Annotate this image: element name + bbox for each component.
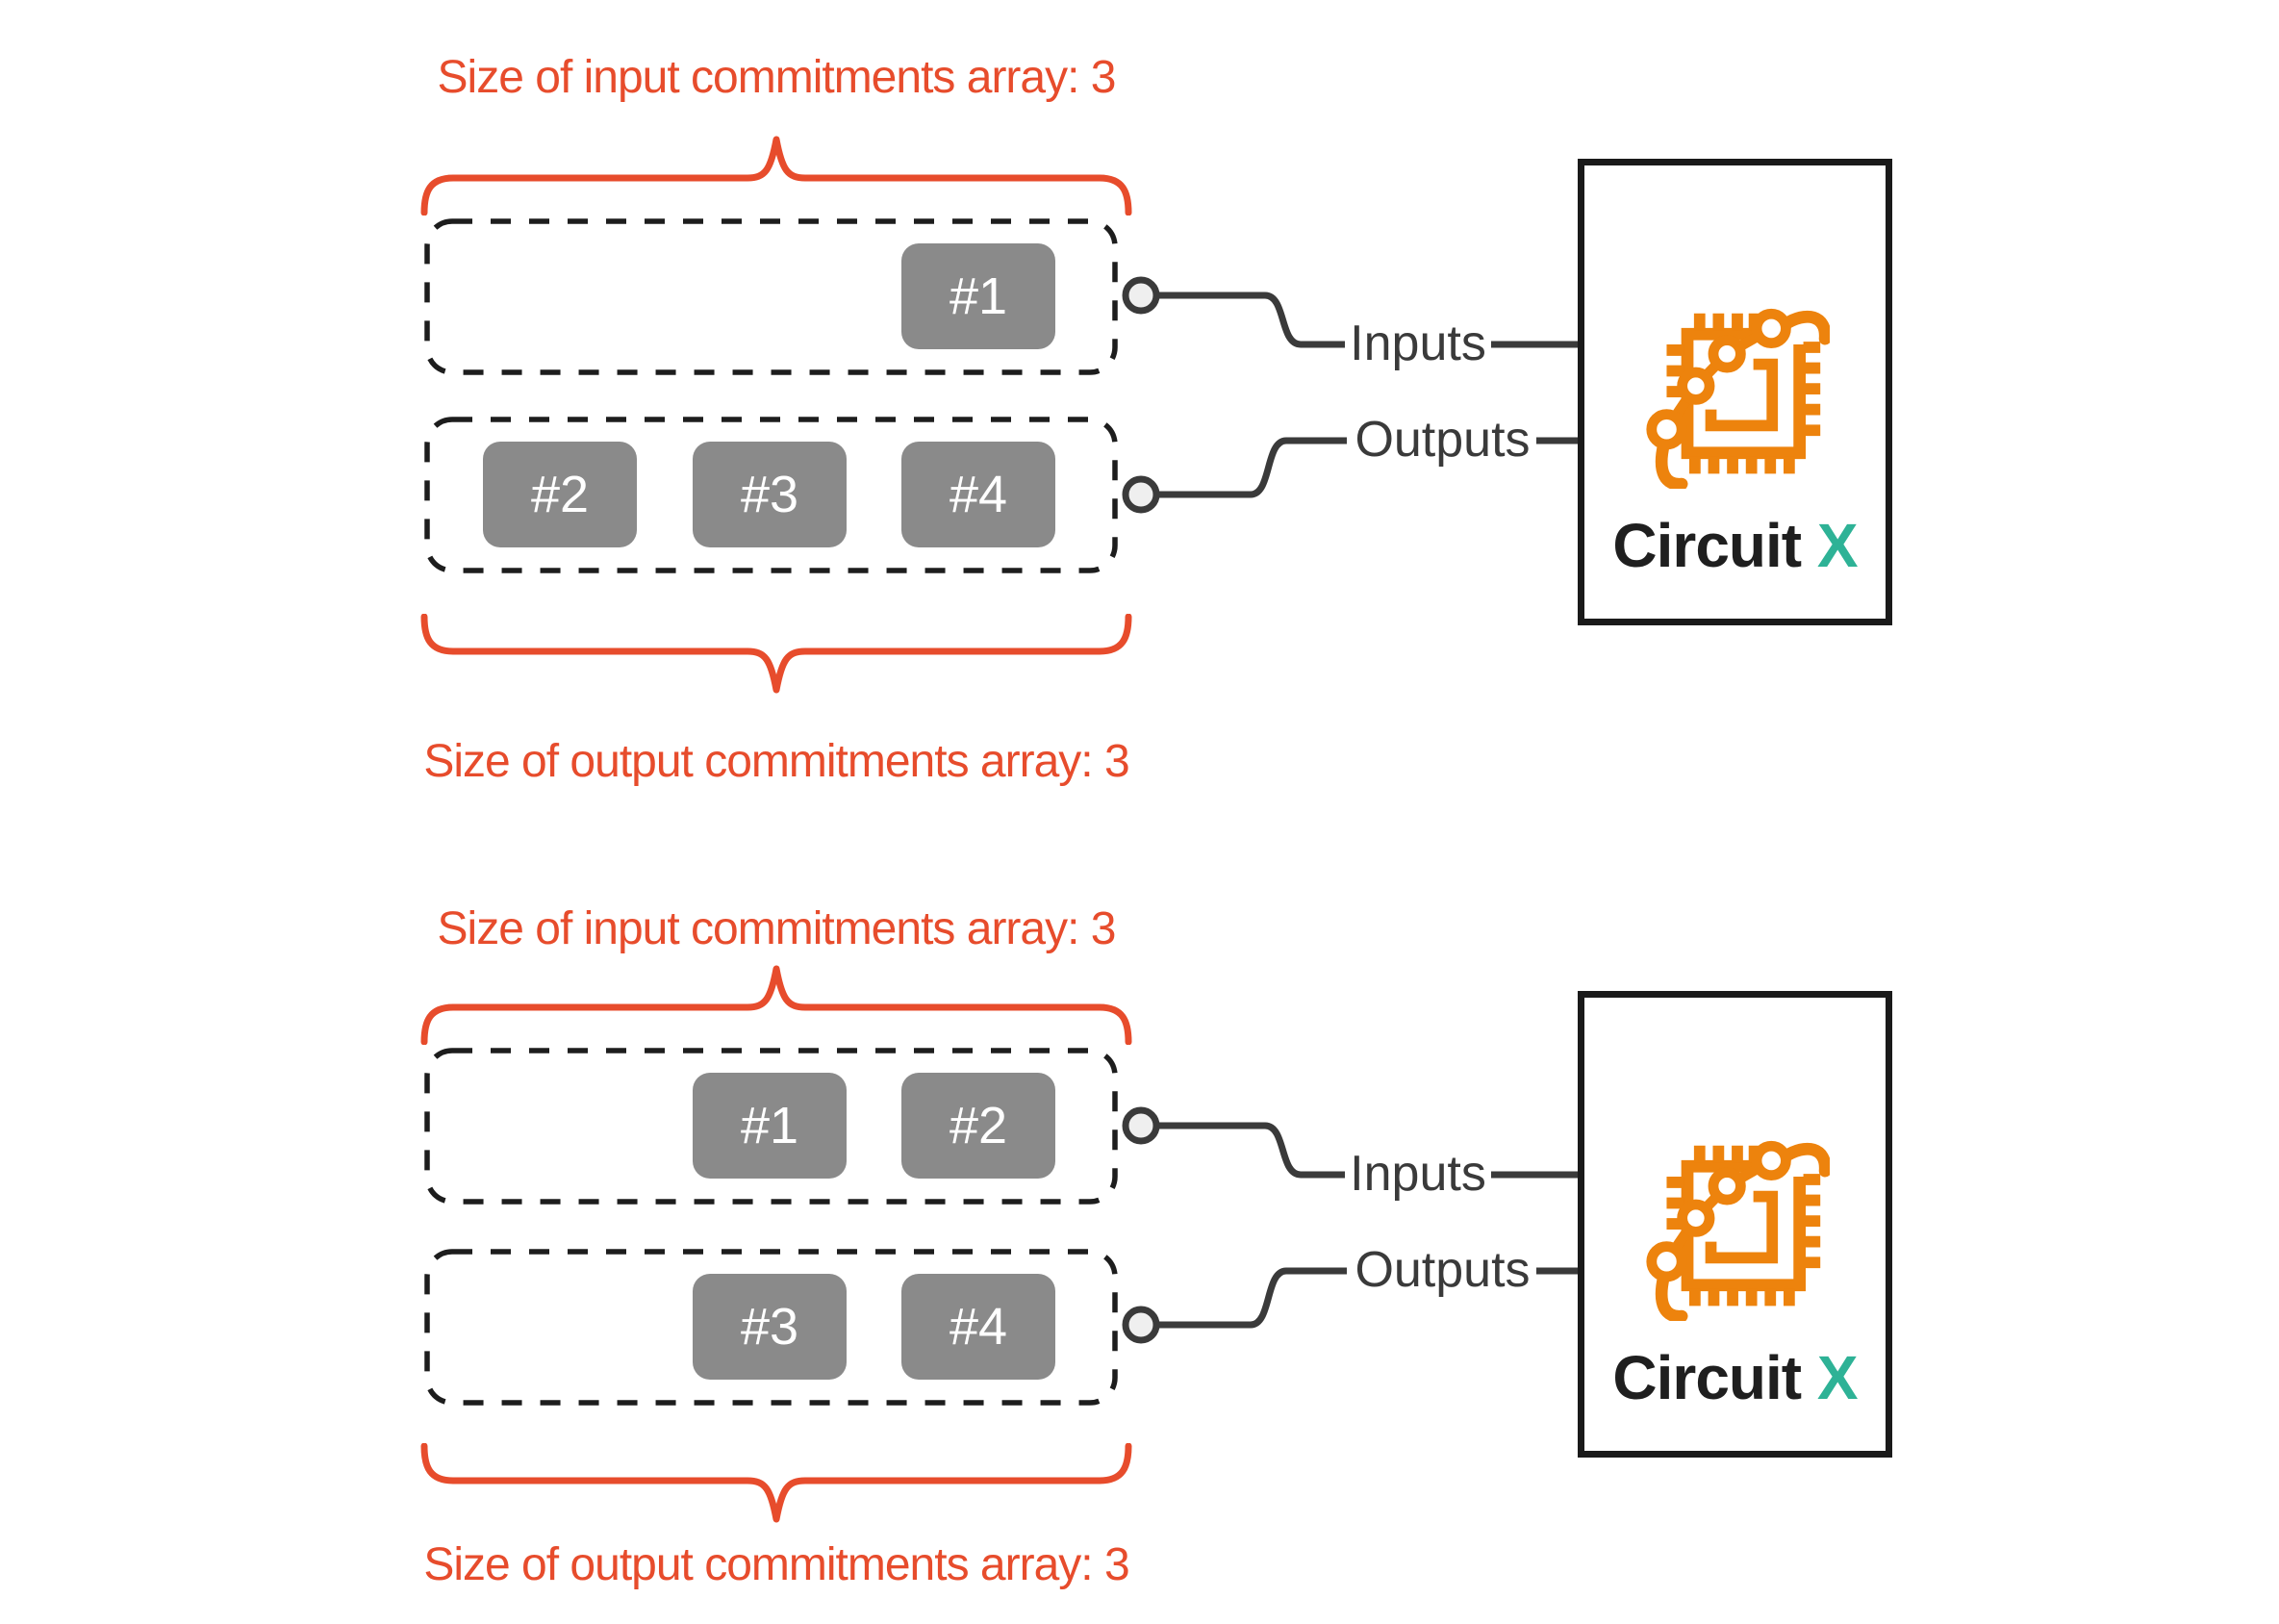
chip-circuit-icon [1641, 1132, 1830, 1321]
output-commitments-row: #2 #3 #4 [423, 416, 1119, 574]
input-commitments-row: #1 #2 [423, 1047, 1119, 1205]
wire-connectors [1116, 260, 1587, 548]
circuit-title: Circuit X [1584, 1342, 1886, 1413]
top-brace [420, 135, 1132, 216]
commitment-chip: #1 [693, 1073, 847, 1179]
output-commitments-row: #3 #4 [423, 1248, 1119, 1407]
bottom-brace [420, 614, 1132, 695]
commitment-chip-label: #4 [949, 1298, 1008, 1356]
commitment-chip-label: #1 [949, 267, 1008, 325]
circuit-variant: X [1816, 1343, 1859, 1412]
circuit-title: Circuit X [1584, 510, 1886, 581]
commitment-chip: #2 [901, 1073, 1055, 1179]
input-array-size-label: Size of input commitments array: 3 [437, 903, 1117, 954]
input-array-size-label: Size of input commitments array: 3 [437, 52, 1117, 103]
commitment-chip-label: #4 [949, 466, 1008, 523]
circuit-name: Circuit [1612, 511, 1802, 580]
circuit-box: Circuit X [1578, 159, 1892, 625]
outputs-wire-label: Outputs [1355, 1242, 1531, 1298]
commitment-chip-label: #3 [740, 1298, 799, 1356]
commitment-chip-label: #3 [740, 466, 799, 523]
inputs-wire-label: Inputs [1350, 1146, 1486, 1202]
commitment-chip: #3 [693, 442, 847, 547]
output-array-size-label: Size of output commitments array: 3 [423, 1539, 1129, 1590]
output-array-size-label: Size of output commitments array: 3 [423, 736, 1129, 787]
commitment-chip: #2 [483, 442, 637, 547]
circuit-variant: X [1816, 511, 1859, 580]
commitment-chip-label: #2 [530, 466, 590, 523]
commitment-chip: #1 [901, 243, 1055, 349]
inputs-wire-label: Inputs [1350, 316, 1486, 371]
commitment-chip: #3 [693, 1274, 847, 1380]
circuit-box: Circuit X [1578, 991, 1892, 1458]
input-commitments-row: #1 [423, 217, 1119, 376]
commitment-chip-label: #2 [949, 1097, 1008, 1155]
commitment-chip: #4 [901, 1274, 1055, 1380]
outputs-wire-label: Outputs [1355, 412, 1531, 468]
chip-circuit-icon [1641, 300, 1830, 489]
circuit-name: Circuit [1612, 1343, 1802, 1412]
bottom-brace [420, 1443, 1132, 1524]
commitment-chip-label: #1 [740, 1097, 799, 1155]
commitment-chip: #4 [901, 442, 1055, 547]
wire-connectors [1116, 1090, 1587, 1379]
top-brace [420, 964, 1132, 1045]
